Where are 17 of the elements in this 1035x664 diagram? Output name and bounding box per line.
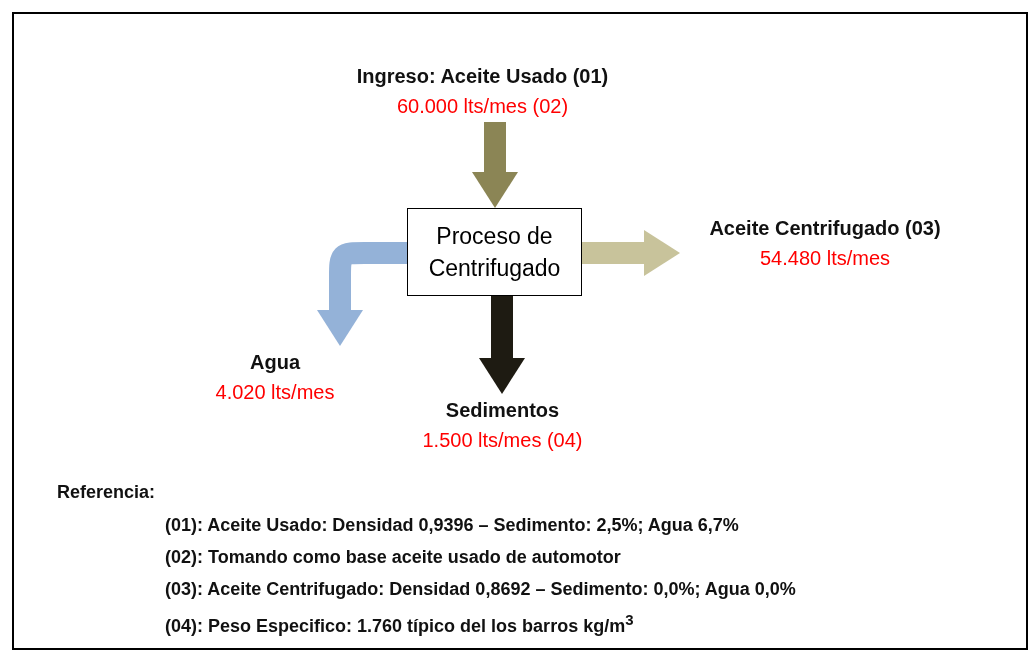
- reference-heading: Referencia:: [57, 482, 156, 503]
- flow-rate: 60.000 lts/mes (02): [396, 94, 569, 119]
- stream-name: Sedimentos: [445, 398, 560, 423]
- flow-arrow: [479, 296, 525, 394]
- flow-rate: 54.480 lts/mes: [759, 246, 891, 271]
- stream-name: Ingreso: Aceite Usado (01): [356, 64, 609, 89]
- reference-note: (03): Aceite Centrifugado: Densidad 0,8692 – Sedimento: 0,0%; Agua 0,0%: [165, 579, 796, 600]
- reference-note: (02): Tomando como base aceite usado de automotor: [165, 547, 621, 568]
- flow-arrow: [582, 230, 680, 276]
- reference-note: (04): Peso Especifico: 1.760 típico del los barros kg/m$^{3}$: [165, 611, 634, 637]
- flow-rate: 1.500 lts/mes (04): [422, 428, 583, 453]
- stream-name: Aceite Centrifugado (03): [709, 216, 941, 241]
- stream-name: Agua: [250, 350, 300, 375]
- process-box: Proceso de Centrifugado: [407, 208, 582, 296]
- flow-rate: 4.020 lts/mes: [215, 380, 335, 405]
- flow-arrow: [472, 122, 518, 208]
- reference-note: (01): Aceite Usado: Densidad 0,9396 – Sedimento: 2,5%; Agua 6,7%: [165, 515, 739, 536]
